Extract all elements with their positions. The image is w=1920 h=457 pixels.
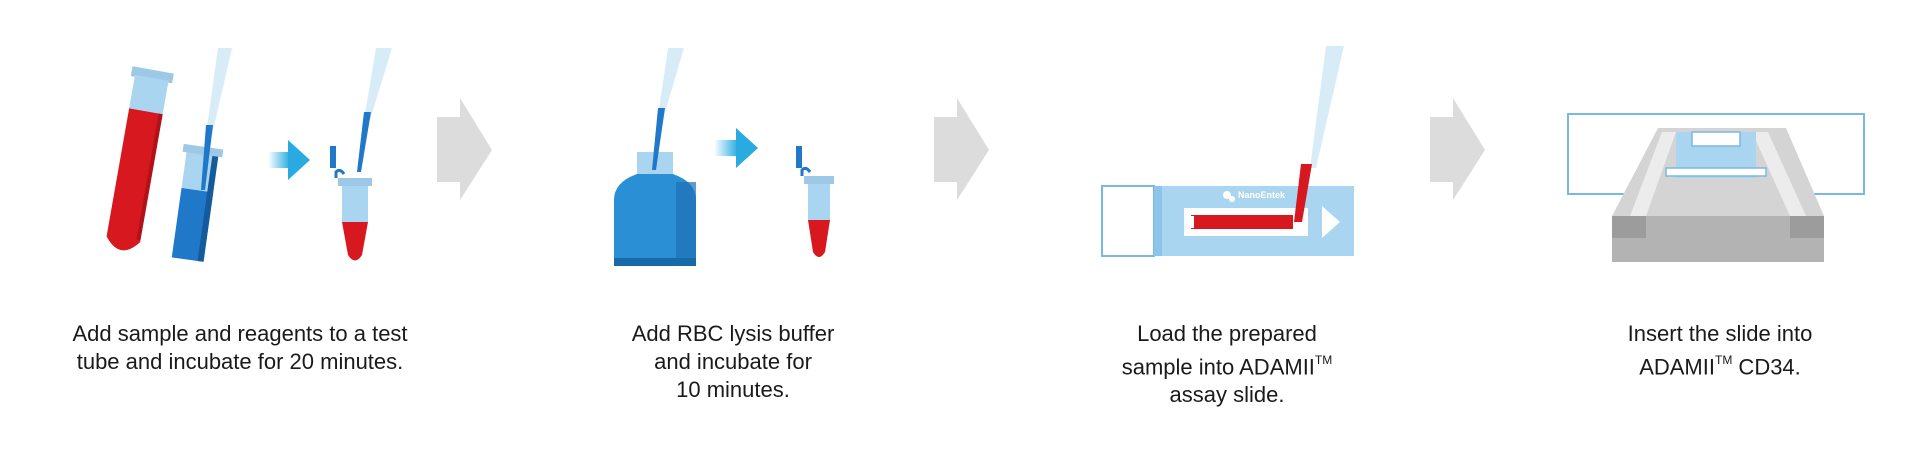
step-3-caption-line: assay slide. bbox=[1169, 382, 1285, 408]
step-2-caption-line: and incubate for bbox=[654, 349, 812, 374]
step-arrow-icon bbox=[1430, 98, 1485, 200]
step-4-illustration bbox=[1567, 113, 1865, 262]
step-4-caption-line: ADAMIITM CD34. bbox=[1530, 348, 1910, 381]
microtube-icon bbox=[330, 146, 372, 261]
step-1-caption: Add sample and reagents to a test tube a… bbox=[50, 320, 430, 376]
step-2-caption: Add RBC lysis buffer and incubate for 10… bbox=[543, 320, 923, 404]
step-arrow-icon bbox=[934, 98, 989, 200]
slide-brand-label: NanoEntek bbox=[1238, 190, 1286, 200]
step-2-illustration bbox=[614, 48, 834, 266]
adamii-device-icon bbox=[1567, 113, 1865, 262]
step-2-caption-line: 10 minutes. bbox=[676, 377, 790, 402]
step-3-caption-line: Load the prepared bbox=[1137, 321, 1317, 346]
reagent-tube-icon bbox=[171, 143, 224, 262]
step-4-caption-line: Insert the slide into bbox=[1627, 321, 1813, 346]
step-3-caption-line: sample into ADAMIITM bbox=[1037, 348, 1417, 381]
trademark-mark: TM bbox=[1314, 353, 1333, 367]
pipette-icon bbox=[357, 48, 392, 172]
step-1-illustration bbox=[106, 48, 392, 262]
step-4-caption-text: CD34. bbox=[1732, 354, 1801, 380]
step-arrow-icon bbox=[437, 98, 492, 200]
trademark-mark: TM bbox=[1714, 353, 1733, 367]
pipette-icon bbox=[1294, 46, 1344, 222]
flow-arrow-icon bbox=[268, 140, 310, 180]
step-4-caption: Insert the slide into ADAMIITM CD34. bbox=[1530, 320, 1910, 381]
step-2-caption-line: Add RBC lysis buffer bbox=[631, 321, 835, 346]
pipette-icon bbox=[652, 48, 684, 170]
assay-slide-icon: NanoEntek bbox=[1101, 185, 1354, 257]
step-3-illustration: NanoEntek bbox=[1101, 46, 1354, 257]
pipette-icon bbox=[201, 48, 232, 190]
blood-test-tube-icon bbox=[106, 66, 174, 251]
microtube-icon bbox=[796, 146, 834, 257]
step-3-caption: Load the prepared sample into ADAMIITM a… bbox=[1037, 320, 1417, 409]
brand-logo-icon: NanoEntek bbox=[1223, 190, 1286, 202]
flow-arrow-icon bbox=[714, 128, 758, 168]
step-1-caption-line: Add sample and reagents to a test bbox=[72, 321, 408, 346]
step-1-caption-line: tube and incubate for 20 minutes. bbox=[76, 349, 404, 374]
step-3-caption-text: sample into ADAMII bbox=[1121, 354, 1315, 380]
step-4-caption-text: ADAMII bbox=[1639, 354, 1715, 380]
